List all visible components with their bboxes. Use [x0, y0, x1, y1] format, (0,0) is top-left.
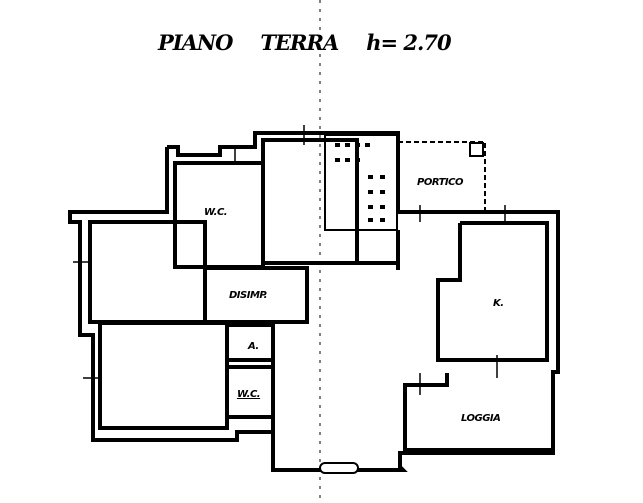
window: [319, 462, 359, 474]
room-kitchen: [436, 221, 549, 362]
label-loggia: LOGGIA: [461, 413, 501, 424]
plan-title: PIANO TERRA h= 2.70: [158, 30, 479, 55]
portico-outline: [398, 141, 486, 212]
label-wc-lower: W.C.: [237, 389, 261, 400]
label-antibagno: A.: [248, 341, 259, 352]
room-central-upper: [261, 138, 359, 265]
outer-wall: [68, 131, 560, 472]
label-portico: PORTICO: [417, 177, 463, 188]
room-loggia: [403, 373, 553, 452]
stair-treads: [335, 143, 385, 222]
label-kitchen: K.: [493, 298, 504, 309]
stair: [324, 134, 398, 231]
room-left-upper: [88, 220, 207, 324]
room-disimpegno: [203, 266, 309, 324]
title-floor: PIANO: [158, 30, 233, 55]
title-level: TERRA: [260, 30, 339, 55]
room-left-lower: [98, 321, 229, 430]
title-height: h= 2.70: [366, 30, 451, 55]
label-disimpegno: DISIMP.: [229, 290, 267, 301]
label-wc-upper: W.C.: [204, 207, 228, 218]
